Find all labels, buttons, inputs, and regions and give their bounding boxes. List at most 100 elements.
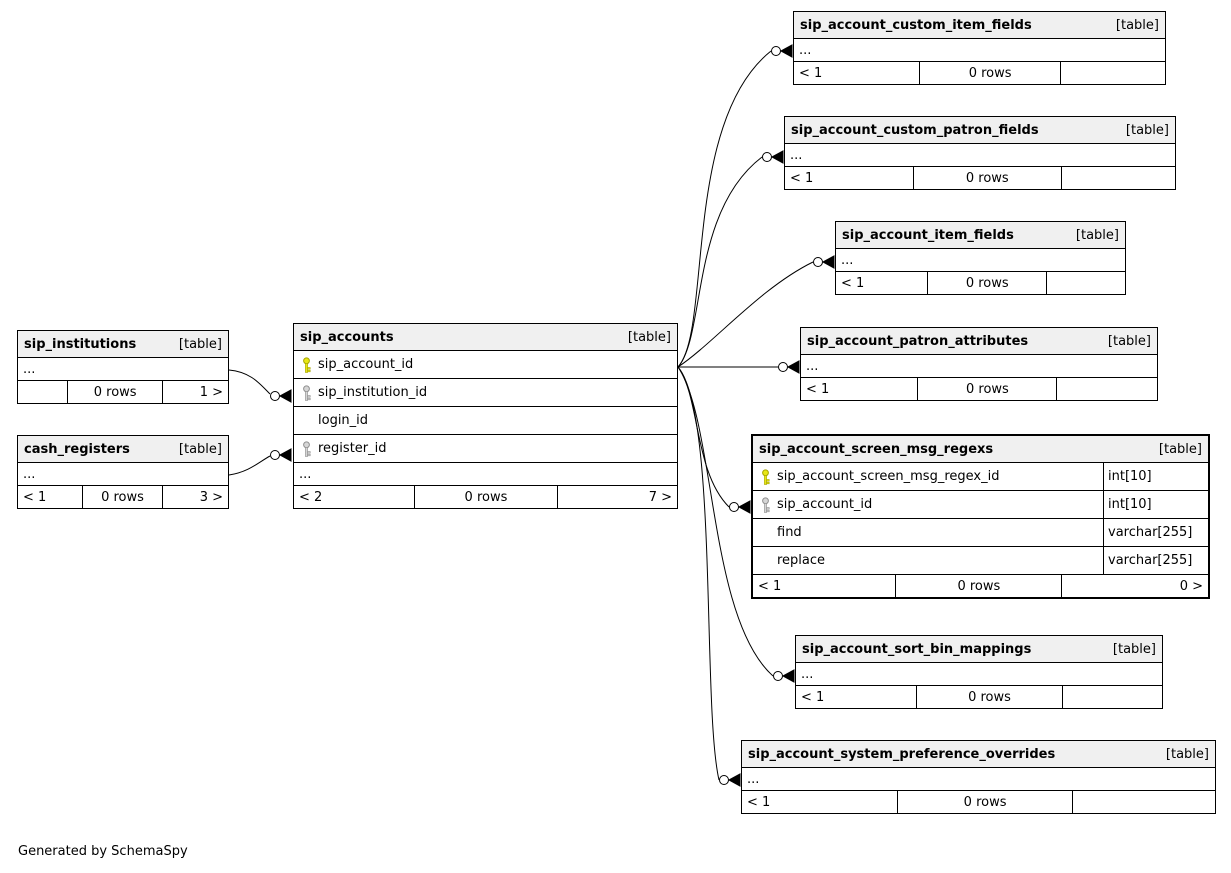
column-name: sip_account_screen_msg_regex_id — [777, 469, 1000, 484]
stats-row: < 1 0 rows — [836, 272, 1125, 294]
table-header[interactable]: sip_account_custom_item_fields [table] — [794, 12, 1165, 39]
column-row-sip-account-id[interactable]: sip_account_id — [294, 351, 677, 379]
ellipsis-row: ... — [18, 358, 228, 381]
stat-parents — [1073, 791, 1215, 813]
stat-parents: 1 > — [199, 384, 223, 400]
ellipsis-row: ... — [742, 768, 1215, 791]
edge-accounts-item-fields — [677, 261, 814, 368]
foreign-key-icon — [753, 496, 777, 513]
ellipsis-row: ... — [801, 355, 1157, 378]
column-name: register_id — [318, 441, 387, 456]
primary-key-icon — [753, 468, 777, 485]
table-name: sip_account_patron_attributes — [807, 333, 1029, 349]
arrowhead — [781, 669, 795, 683]
stat-rows: 0 rows — [920, 62, 1062, 84]
column-type: int[10] — [1103, 491, 1208, 518]
stat-children: < 1 — [801, 378, 919, 400]
table-header[interactable]: sip_account_screen_msg_regexs [table] — [753, 436, 1208, 463]
ellipsis-row: ... — [294, 463, 677, 486]
edge-cash-registers-accounts — [228, 455, 271, 476]
table-header[interactable]: sip_institutions [table] — [18, 331, 228, 358]
stats-row: < 1 0 rows 3 > — [18, 486, 228, 508]
table-sip-account-sort-bin-mappings[interactable]: sip_account_sort_bin_mappings [table] ..… — [795, 635, 1163, 709]
column-type: varchar[255] — [1103, 519, 1208, 546]
table-sip-account-custom-item-fields[interactable]: sip_account_custom_item_fields [table] .… — [793, 11, 1166, 85]
table-sip-account-custom-patron-fields[interactable]: sip_account_custom_patron_fields [table]… — [784, 116, 1176, 190]
stat-children — [18, 381, 69, 403]
arrowhead — [770, 150, 784, 164]
stat-rows: 0 rows — [917, 686, 1064, 708]
edge-accounts-system-preference-overrides — [677, 366, 720, 781]
zero-one-circle — [270, 450, 280, 460]
table-header[interactable]: cash_registers [table] — [18, 436, 228, 463]
table-sip-account-screen-msg-regexs[interactable]: sip_account_screen_msg_regexs [table] si… — [751, 434, 1210, 599]
table-name: sip_account_custom_patron_fields — [791, 122, 1039, 138]
column-row-sip-account-screen-msg-regex-id[interactable]: sip_account_screen_msg_regex_id int[10] — [753, 463, 1208, 491]
table-header[interactable]: sip_account_sort_bin_mappings [table] — [796, 636, 1162, 663]
table-cash-registers[interactable]: cash_registers [table] ... < 1 0 rows 3 … — [17, 435, 229, 509]
stats-row: < 1 0 rows — [796, 686, 1162, 708]
table-name: sip_account_custom_item_fields — [800, 17, 1032, 33]
foreign-key-icon — [294, 440, 318, 457]
table-header[interactable]: sip_accounts [table] — [294, 324, 677, 351]
column-row-login-id[interactable]: login_id — [294, 407, 677, 435]
zero-one-circle — [771, 46, 781, 56]
table-tag: [table] — [1125, 122, 1169, 138]
arrowhead — [786, 360, 800, 374]
stat-children: < 1 — [796, 686, 917, 708]
table-sip-accounts[interactable]: sip_accounts [table] sip_account_id sip_… — [293, 323, 678, 509]
stats-row: < 1 0 rows 0 > — [753, 575, 1208, 597]
zero-one-circle — [719, 775, 729, 785]
table-name: cash_registers — [24, 441, 130, 457]
arrowhead — [821, 255, 835, 269]
table-name: sip_account_sort_bin_mappings — [802, 641, 1032, 657]
table-header[interactable]: sip_account_system_preference_overrides … — [742, 741, 1215, 768]
table-tag: [table] — [1158, 441, 1202, 457]
zero-one-circle — [773, 671, 783, 681]
stat-parents: 3 > — [199, 489, 223, 505]
table-tag: [table] — [1112, 641, 1156, 657]
stats-row: < 1 0 rows — [801, 378, 1157, 400]
zero-one-circle — [270, 391, 280, 401]
stat-children: < 1 — [836, 272, 929, 294]
table-header[interactable]: sip_account_patron_attributes [table] — [801, 328, 1157, 355]
table-sip-account-item-fields[interactable]: sip_account_item_fields [table] ... < 1 … — [835, 221, 1126, 295]
stat-parents — [1047, 272, 1125, 294]
column-row-register-id[interactable]: register_id — [294, 435, 677, 463]
table-header[interactable]: sip_account_custom_patron_fields [table] — [785, 117, 1175, 144]
foreign-key-icon — [294, 384, 318, 401]
ellipsis-row: ... — [785, 144, 1175, 167]
column-type: varchar[255] — [1103, 547, 1208, 574]
stat-children: < 1 — [18, 486, 84, 508]
edge-accounts-custom-item-fields — [677, 50, 772, 368]
table-sip-institutions[interactable]: sip_institutions [table] ... 0 rows 1 > — [17, 330, 229, 404]
arrowhead — [278, 389, 292, 403]
stat-children: < 2 — [294, 486, 415, 508]
zero-one-circle — [778, 362, 788, 372]
column-name: find — [777, 525, 802, 540]
stat-rows: 0 rows — [415, 486, 559, 508]
stat-rows: 0 rows — [896, 575, 1063, 597]
edge-institutions-accounts — [228, 369, 271, 395]
column-row-sip-institution-id[interactable]: sip_institution_id — [294, 379, 677, 407]
table-tag: [table] — [178, 441, 222, 457]
column-row-sip-account-id[interactable]: sip_account_id int[10] — [753, 491, 1208, 519]
stat-parents — [1061, 62, 1165, 84]
table-tag: [table] — [1107, 333, 1151, 349]
edge-endpoints — [270, 44, 835, 787]
stat-children: < 1 — [785, 167, 914, 189]
zero-one-circle — [762, 152, 772, 162]
table-sip-account-system-preference-overrides[interactable]: sip_account_system_preference_overrides … — [741, 740, 1216, 814]
column-name: sip_account_id — [777, 497, 873, 512]
table-sip-account-patron-attributes[interactable]: sip_account_patron_attributes [table] ..… — [800, 327, 1158, 401]
table-header[interactable]: sip_account_item_fields [table] — [836, 222, 1125, 249]
column-row-find[interactable]: find varchar[255] — [753, 519, 1208, 547]
arrowhead — [779, 44, 793, 58]
table-tag: [table] — [1075, 227, 1119, 243]
stat-parents — [1057, 378, 1157, 400]
column-name: login_id — [318, 413, 369, 428]
table-name: sip_account_system_preference_overrides — [748, 746, 1056, 762]
arrowhead — [727, 773, 741, 787]
column-row-replace[interactable]: replace varchar[255] — [753, 547, 1208, 575]
stat-children: < 1 — [794, 62, 921, 84]
